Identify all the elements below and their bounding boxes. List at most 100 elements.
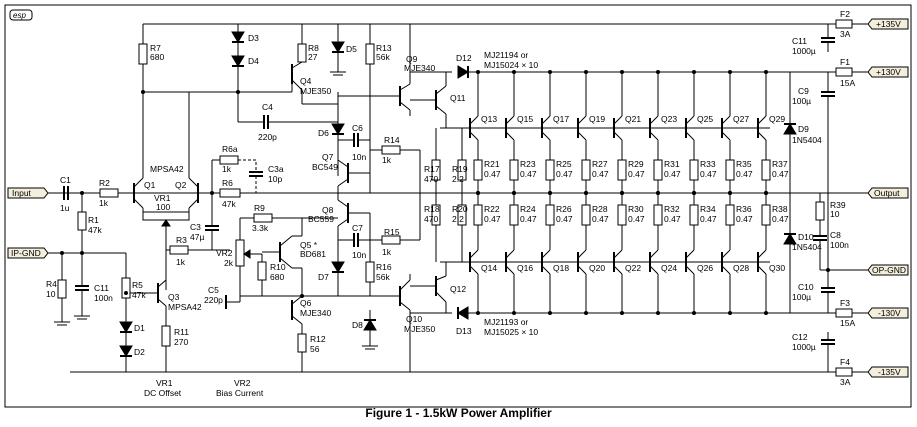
svg-text:1N5404: 1N5404 (792, 135, 822, 145)
resistor-r12: R12 56 (297, 324, 326, 372)
label-r26: R26 (556, 204, 572, 214)
svg-text:1N5404: 1N5404 (792, 242, 822, 252)
output-transistor-q28: Q28 (714, 225, 749, 313)
label-q16: Q16 (517, 263, 533, 273)
svg-text:C7: C7 (352, 223, 363, 233)
svg-text:VR2: VR2 (216, 248, 233, 258)
transistor-q5: Q5 * BD681 (262, 235, 326, 269)
output-transistor-q23: Q23 (642, 72, 677, 160)
svg-text:C6: C6 (352, 123, 363, 133)
svg-text:470: 470 (424, 214, 438, 224)
label-q14: Q14 (481, 263, 497, 273)
svg-text:100: 100 (156, 202, 170, 212)
svg-text:BD681: BD681 (300, 249, 326, 259)
label-q28: Q28 (733, 263, 749, 273)
capacitor-c6: C6 10n (338, 123, 370, 162)
output-transistor-q16: Q16 (498, 225, 533, 313)
svg-text:D5: D5 (346, 44, 357, 54)
output-transistor-q30: Q30 (750, 225, 785, 313)
output-transistor-q27: Q27 (714, 72, 749, 160)
svg-text:esp: esp (13, 11, 26, 20)
transistor-q9: Q9 MJE340 (399, 54, 435, 111)
svg-text:IP-GND: IP-GND (11, 248, 41, 258)
diode-d10: D10 1N5404 (783, 193, 822, 313)
svg-text:2.2: 2.2 (452, 214, 464, 224)
svg-text:220p: 220p (204, 295, 223, 305)
diode-d6: D6 (318, 123, 345, 138)
label-top-output-count: MJ15024 × 10 (484, 60, 538, 70)
svg-text:D2: D2 (134, 347, 145, 357)
diode-d1: D1 (119, 298, 145, 333)
svg-text:F2: F2 (840, 9, 850, 19)
svg-text:D12: D12 (456, 53, 472, 63)
svg-text:F1: F1 (840, 57, 850, 67)
port-op-gnd[interactable]: OP-GND (867, 264, 909, 276)
fuse-f4: F4 3A (835, 357, 853, 387)
svg-text:10: 10 (830, 209, 840, 219)
svg-text:R7: R7 (150, 43, 161, 53)
port-input[interactable]: Input (7, 187, 49, 199)
label-r22: R22 (484, 204, 500, 214)
fuse-f2: F2 3A (835, 9, 853, 39)
label-q22: Q22 (625, 263, 641, 273)
svg-text:C5: C5 (208, 285, 219, 295)
label-r28: R28 (592, 204, 608, 214)
label-r29: R29 (628, 159, 644, 169)
svg-text:1000µ: 1000µ (792, 342, 816, 352)
value-r36: 0.47 (736, 214, 753, 224)
svg-text:3A: 3A (840, 29, 851, 39)
svg-text:680: 680 (150, 52, 164, 62)
diode-d13: D13 (456, 306, 478, 336)
svg-text:D13: D13 (456, 326, 472, 336)
resistor-r17: R17 470 (424, 128, 441, 193)
resistor-r11: R11 270 (161, 306, 189, 372)
label-bottom-output-count: MJ15025 × 10 (484, 327, 538, 337)
value-r31: 0.47 (664, 169, 681, 179)
value-r34: 0.47 (700, 214, 717, 224)
port-ip-gnd[interactable]: IP-GND (7, 247, 49, 259)
fuse-f3: F3 15A (835, 298, 855, 328)
output-transistor-q14: Q14 (462, 225, 497, 313)
capacitor-c10: C10 100µ (792, 280, 835, 313)
port-neg130[interactable]: -130V (867, 307, 909, 319)
svg-text:10n: 10n (352, 152, 366, 162)
svg-text:R15: R15 (384, 227, 400, 237)
svg-text:1k: 1k (99, 198, 109, 208)
svg-text:R16: R16 (376, 262, 392, 272)
label-r21: R21 (484, 159, 500, 169)
svg-text:D1: D1 (134, 323, 145, 333)
port-output[interactable]: Output (867, 187, 909, 199)
svg-text:R5: R5 (132, 280, 143, 290)
value-r37: 0.47 (772, 169, 789, 179)
note-dc-offset: DC Offset (144, 388, 182, 398)
port-pos135[interactable]: +135V (867, 18, 909, 30)
resistor-r6a: R6a 1k (219, 144, 239, 174)
label-q30: Q30 (769, 263, 785, 273)
svg-text:MPSA42: MPSA42 (168, 302, 202, 312)
label-q21: Q21 (625, 114, 641, 124)
svg-text:C12: C12 (792, 332, 808, 342)
svg-text:C8: C8 (830, 230, 841, 240)
label-mpsa42-a: MPSA42 (150, 164, 184, 174)
trimpot-vr1: VR1 100 (142, 193, 190, 290)
label-q27: Q27 (733, 114, 749, 124)
diode-d3: D3 (231, 31, 259, 56)
capacitor-c9: C9 100µ (792, 72, 835, 106)
svg-text:10: 10 (46, 289, 56, 299)
svg-text:D9: D9 (798, 124, 809, 134)
svg-text:3A: 3A (840, 377, 851, 387)
transistor-q11: Q11 (435, 85, 466, 115)
svg-text:1k: 1k (382, 155, 392, 165)
value-r33: 0.47 (700, 169, 717, 179)
port-neg135[interactable]: -135V (867, 366, 909, 378)
port-pos130[interactable]: +130V (867, 66, 909, 78)
capacitor-c1: C1 1u (60, 175, 71, 213)
svg-text:100n: 100n (830, 240, 849, 250)
resistor-r13: R13 56k (365, 43, 392, 96)
resistor-r6: R6 47k (219, 178, 241, 209)
capacitor-c11: C11 100n (74, 253, 113, 320)
resistor-r20: R20 2.2 (452, 193, 468, 262)
value-r25: 0.47 (556, 169, 573, 179)
svg-text:D7: D7 (318, 272, 329, 282)
